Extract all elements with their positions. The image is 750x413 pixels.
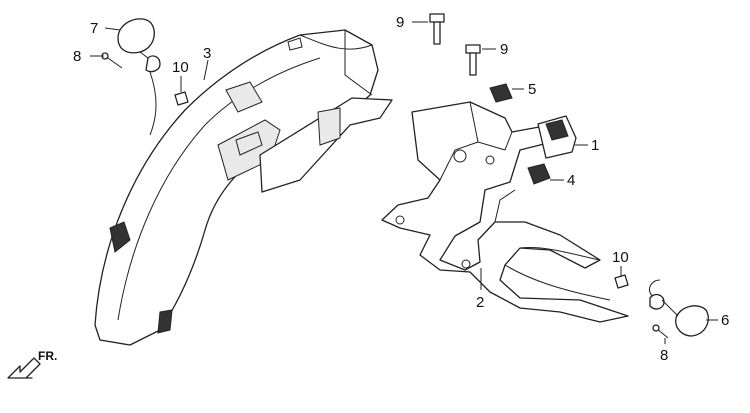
screw-lower bbox=[652, 324, 669, 339]
direction-label: FR. bbox=[38, 349, 57, 363]
callout-9-upper: 9 bbox=[396, 14, 404, 31]
nut-upper bbox=[174, 91, 189, 106]
callout-6: 6 bbox=[721, 312, 729, 329]
callout-1: 1 bbox=[591, 137, 599, 154]
bolt-upper bbox=[429, 13, 445, 45]
forward-arrow-icon bbox=[7, 357, 41, 379]
rear-fender bbox=[94, 29, 393, 346]
screw-upper bbox=[101, 52, 123, 69]
callout-2: 2 bbox=[476, 294, 484, 311]
callout-7-upper: 7 bbox=[90, 20, 98, 37]
license-bracket bbox=[381, 101, 629, 323]
callout-3: 3 bbox=[203, 45, 211, 62]
callout-5: 5 bbox=[528, 81, 536, 98]
turn-signal-upper bbox=[117, 18, 161, 136]
leader-lines bbox=[90, 21, 718, 344]
bolt-lower bbox=[465, 44, 481, 76]
rubber-grommet bbox=[489, 83, 513, 103]
callout-8-lower: 8 bbox=[660, 347, 668, 364]
turn-signal-lower bbox=[649, 279, 709, 337]
callout-4: 4 bbox=[567, 172, 575, 189]
callout-9-lower: 9 bbox=[500, 41, 508, 58]
callout-10-lower: 10 bbox=[612, 249, 629, 266]
nut-clip bbox=[527, 163, 551, 185]
callout-10-upper: 10 bbox=[172, 59, 189, 76]
nut-lower bbox=[614, 274, 629, 289]
callout-8-upper: 8 bbox=[73, 48, 81, 65]
reflector-plate bbox=[537, 115, 577, 159]
